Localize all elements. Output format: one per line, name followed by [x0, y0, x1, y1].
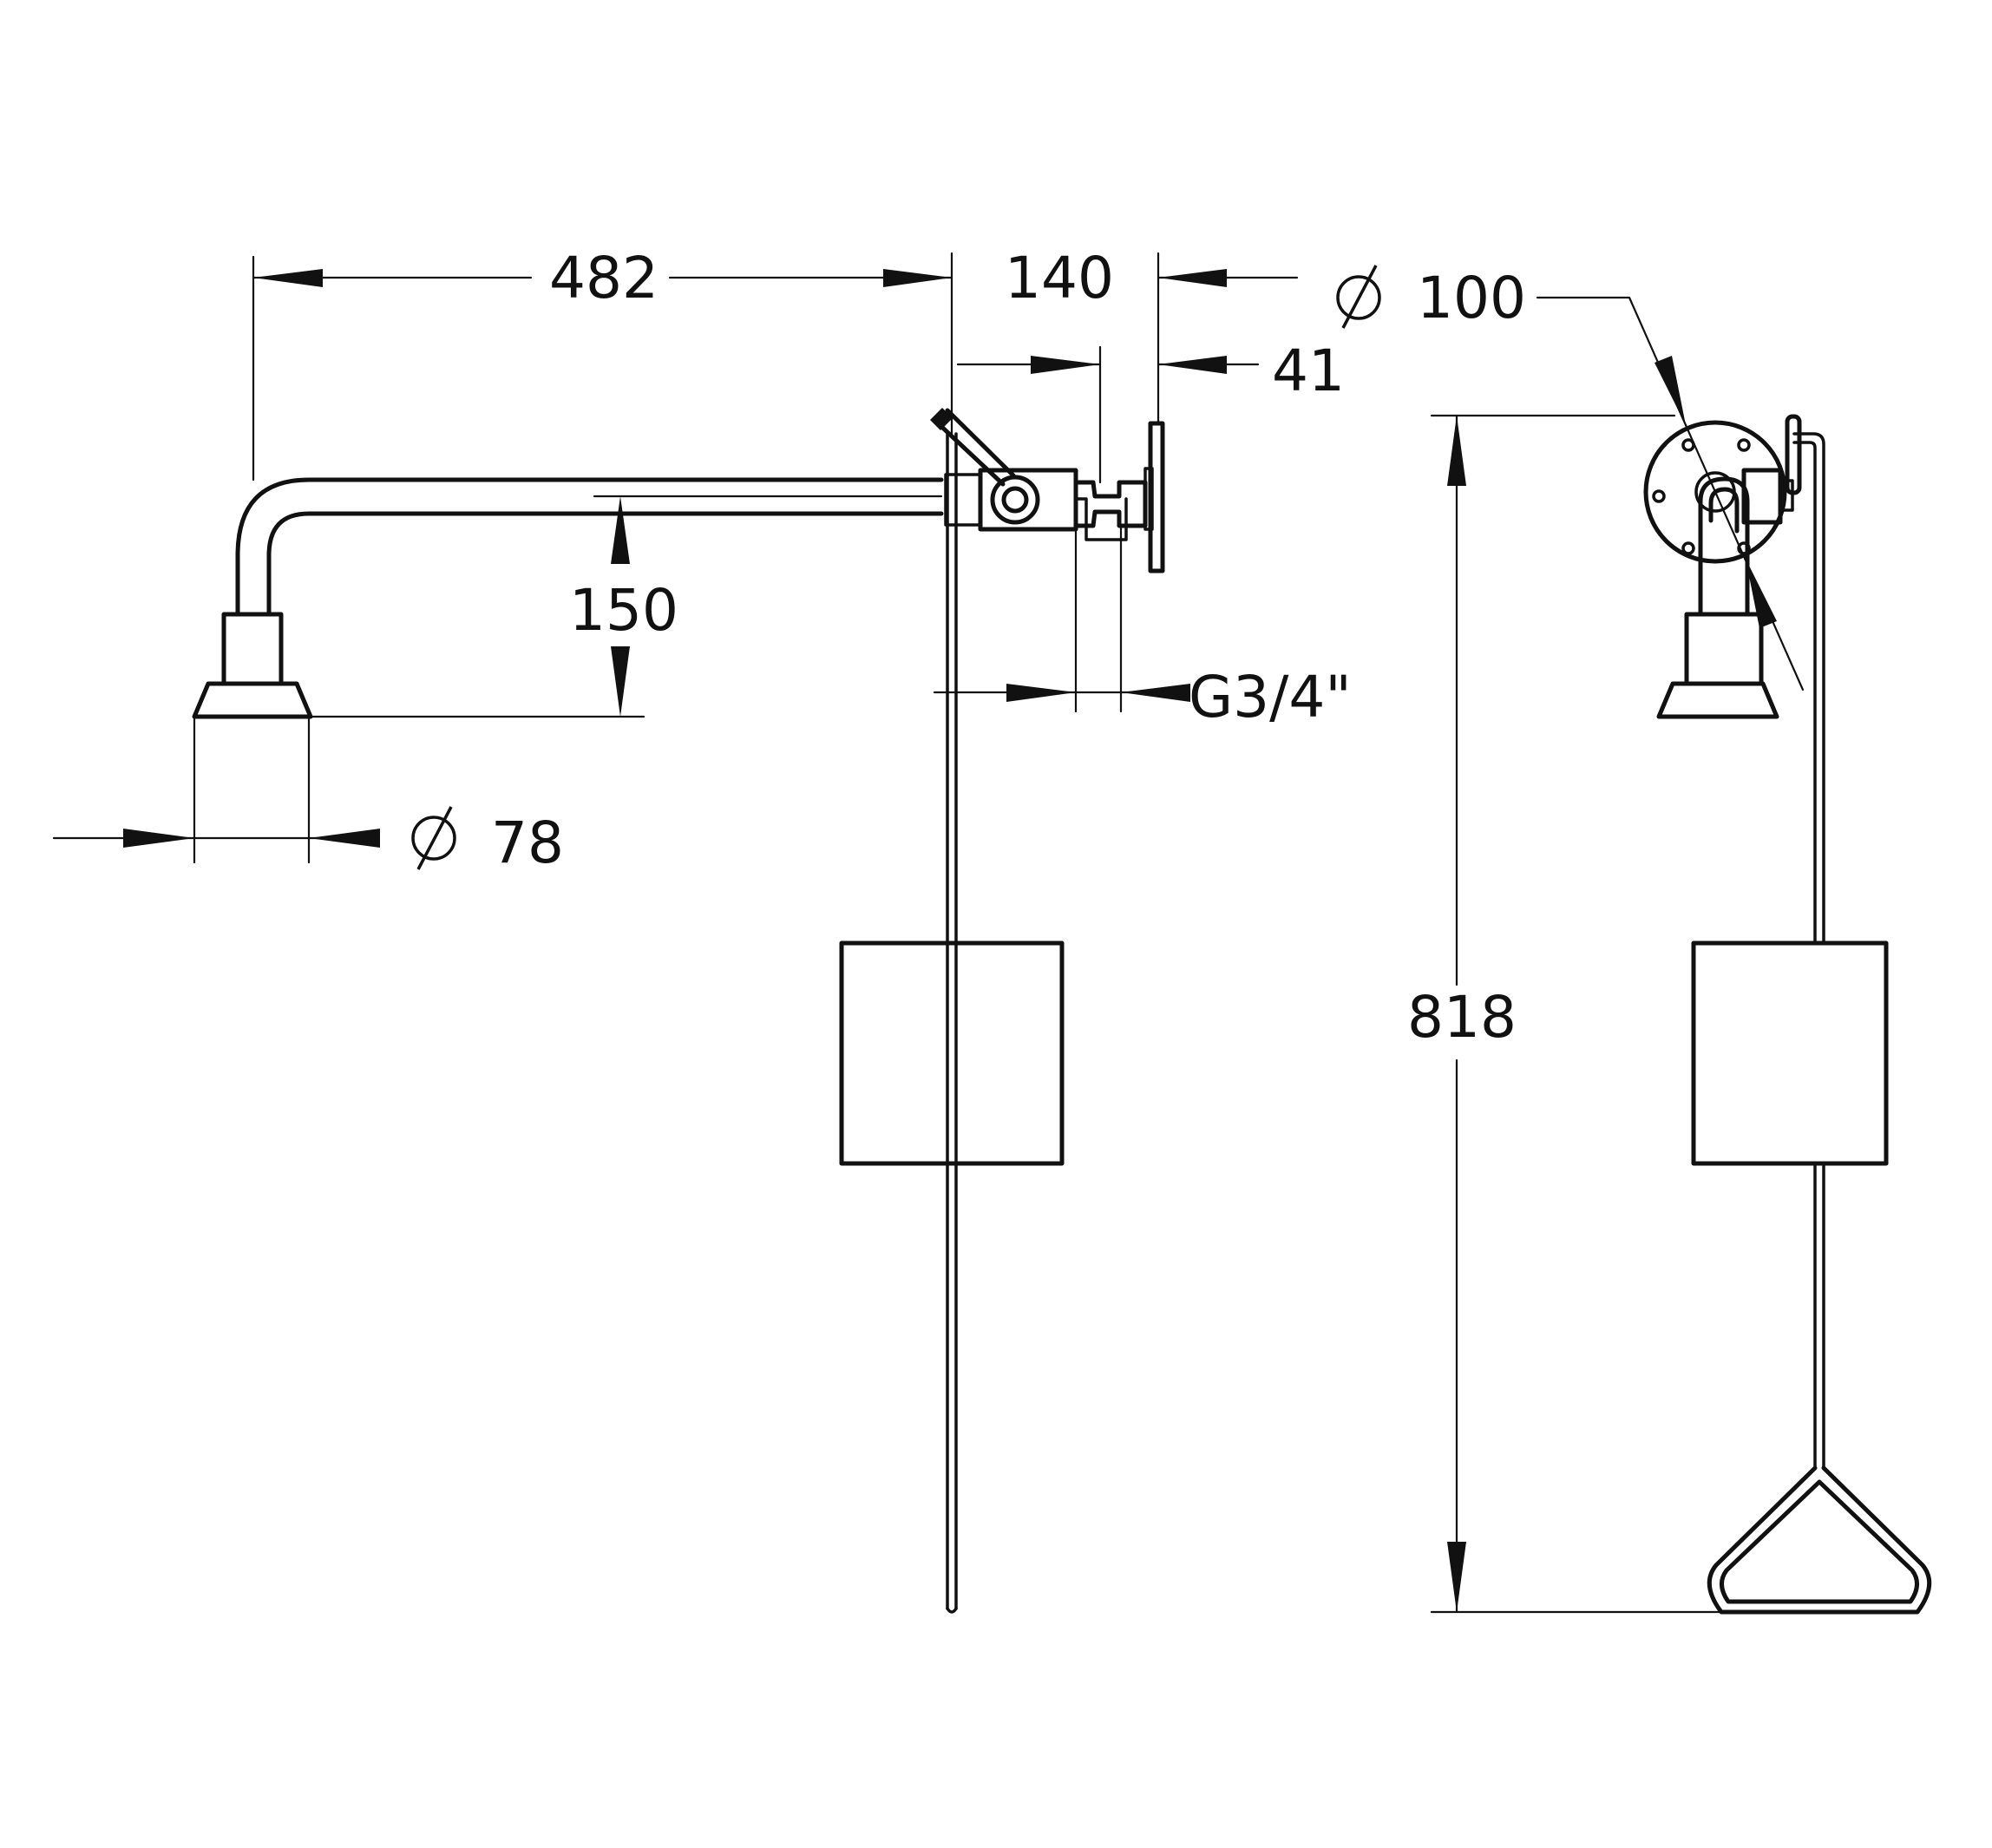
front-shower-cone [1656, 681, 1779, 719]
front-pipe-bend-inner [1708, 487, 1740, 534]
sign-box-side [839, 940, 1065, 1166]
label-g34: G3/4" [1189, 664, 1352, 731]
dim-482-arrow-left [253, 269, 323, 287]
pull-handle-inner [1720, 1479, 1919, 1604]
valve-ball-outer [990, 475, 1040, 525]
arm-inner-line [266, 511, 944, 617]
valve-collar [944, 473, 982, 527]
front-shower-neck [1684, 612, 1764, 686]
lever-tip [930, 408, 953, 430]
diameter-symbol-100 [1336, 265, 1381, 329]
front-flange [1643, 420, 1787, 564]
dim-818-arrow-top [1447, 416, 1466, 486]
arm-outer-line [235, 477, 944, 617]
front-rod-top-inner [1792, 441, 1817, 945]
front-view [1643, 414, 1932, 1615]
dim-140-arrow [1158, 269, 1227, 287]
flange-hole-2 [1737, 438, 1751, 452]
connector-nut [1074, 497, 1128, 541]
label-818: 818 [1407, 984, 1517, 1051]
label-78: 78 [491, 809, 564, 876]
dim-482-arrow-right [883, 269, 952, 287]
shower-head-neck [221, 612, 284, 686]
dimension-labels: 482 140 100 41 150 G3/4" 78 818 [411, 245, 1526, 1051]
sign-box-front [1691, 940, 1889, 1166]
pull-rod-end [946, 1607, 958, 1614]
dim-150-arrow-top [611, 496, 630, 564]
dim-g34-arrow-left [1006, 684, 1076, 702]
front-rod-top [1792, 432, 1825, 945]
valve-lever [933, 408, 1016, 487]
dimension-lines [52, 252, 1805, 1614]
valve-ball-inner [1001, 486, 1029, 514]
front-pipe-bend [1698, 476, 1750, 534]
label-482: 482 [549, 245, 659, 311]
flange-hole-4 [1681, 541, 1695, 555]
dim-818-arrow-bottom [1447, 1542, 1466, 1612]
dim-100-diameter [1684, 423, 1805, 691]
shower-head-cone [192, 681, 313, 719]
dim-g34-arrow-right [1121, 684, 1190, 702]
label-150: 150 [569, 577, 678, 644]
flange-hole-3 [1652, 489, 1666, 503]
dim-41-arrow-left [1031, 356, 1100, 374]
diameter-symbol-78 [411, 806, 456, 870]
label-140: 140 [1005, 245, 1114, 311]
wall-flange-plate [1143, 467, 1154, 531]
front-lever [1785, 414, 1802, 495]
dim-78-arrow-right [309, 829, 380, 848]
pull-handle-outer [1707, 1465, 1932, 1615]
side-view [192, 408, 1165, 1614]
label-41: 41 [1272, 337, 1345, 404]
dim-78-arrow-left [123, 829, 194, 848]
wall-flange [1148, 421, 1165, 573]
dim-100-arrow-bottom [1746, 559, 1777, 628]
dim-100-arrow-top [1655, 356, 1686, 425]
label-100: 100 [1417, 265, 1526, 331]
dim-150-arrow-bottom [611, 646, 630, 717]
dim-41-arrow-right [1158, 356, 1227, 374]
